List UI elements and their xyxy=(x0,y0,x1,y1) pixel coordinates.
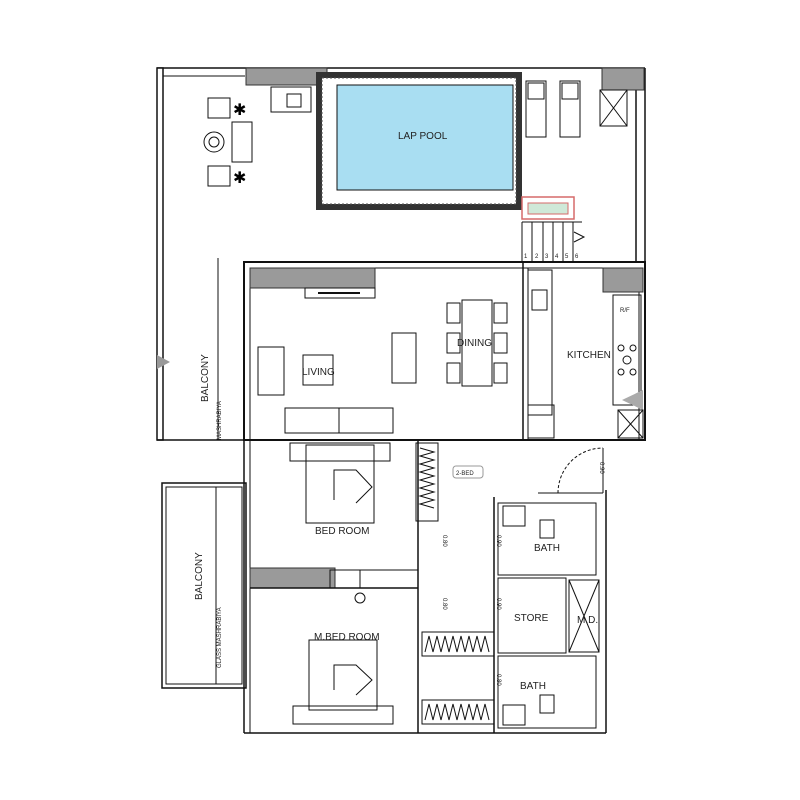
column-block xyxy=(249,567,336,589)
column-block xyxy=(249,267,376,289)
mashrabiya-label: MASHRABIYA xyxy=(217,401,223,440)
column-block xyxy=(601,67,645,91)
svg-text:R/F: R/F xyxy=(620,308,630,314)
svg-text:1: 1 xyxy=(524,254,528,260)
two-bed-label: 2-BED xyxy=(456,471,474,477)
svg-text:5: 5 xyxy=(565,254,569,260)
kitchen-counter-right xyxy=(612,294,642,406)
oven xyxy=(527,404,555,439)
coffee-table xyxy=(302,354,334,386)
terrace xyxy=(156,67,646,441)
bed-room-label: BED ROOM xyxy=(315,526,369,537)
svg-text:0.90: 0.90 xyxy=(598,462,604,474)
kitchen-counter xyxy=(527,269,553,416)
plant-icon: ✱ xyxy=(233,102,246,119)
md-shaft xyxy=(568,579,600,653)
lap-pool: LAP POOL xyxy=(316,72,522,210)
bedroom-block: BED ROOM M.BED ROOM 2-BED BATH STORE M.D… xyxy=(243,439,607,734)
bath-2 xyxy=(497,655,597,729)
column-block xyxy=(602,267,644,293)
svg-text:0.80: 0.80 xyxy=(441,535,447,547)
bath-1-label: BATH xyxy=(534,543,560,554)
plant-icon: ✱ xyxy=(233,170,246,187)
svg-text:6: 6 xyxy=(575,254,579,260)
section-arrow-icon xyxy=(157,355,170,369)
bath-2-label: BATH xyxy=(520,681,546,692)
column-block xyxy=(245,67,328,86)
shaft xyxy=(617,409,644,439)
dining-table xyxy=(461,299,493,387)
svg-text:0.80: 0.80 xyxy=(441,598,447,610)
sun-loungers xyxy=(525,80,581,138)
armchair xyxy=(391,332,417,384)
md-label: M.D. xyxy=(577,615,598,626)
master-bed-room-label: M.BED ROOM xyxy=(314,632,380,643)
section-arrow-icon xyxy=(622,390,643,410)
svg-text:4: 4 xyxy=(555,254,559,260)
store-label: STORE xyxy=(514,613,549,624)
balcony-lower-label: BALCONY xyxy=(194,552,205,600)
shaft xyxy=(599,89,628,127)
glass-mashrabiya-label: GLASS MASHRABIYA xyxy=(217,607,223,668)
svg-text:0.90: 0.90 xyxy=(495,598,501,610)
svg-text:2: 2 xyxy=(535,254,539,260)
bed xyxy=(305,444,375,524)
armchair xyxy=(257,346,285,396)
pool-label: LAP POOL xyxy=(398,131,448,142)
balcony-upper-label: BALCONY xyxy=(200,354,211,402)
kitchen-label: KITCHEN xyxy=(567,350,611,361)
terrace-seating: ✱ ✱ xyxy=(203,97,253,187)
svg-text:0.80: 0.80 xyxy=(495,674,501,686)
wardrobe xyxy=(415,442,439,522)
lower-balcony: BALCONY GLASS MASHRABIYA xyxy=(161,482,247,689)
outdoor-sink xyxy=(270,86,312,113)
svg-text:0.90: 0.90 xyxy=(495,535,501,547)
dining-label: DINING xyxy=(457,338,492,349)
living-label: LIVING xyxy=(302,367,335,378)
kitchen-sink xyxy=(531,289,548,311)
store-room xyxy=(497,577,567,654)
master-bed xyxy=(308,639,378,711)
svg-text:3: 3 xyxy=(545,254,549,260)
stairs: 1 2 3 4 5 6 xyxy=(521,221,586,262)
bath-1 xyxy=(497,502,597,576)
entry-door[interactable] xyxy=(557,447,604,494)
tv-unit xyxy=(304,287,376,299)
living-block: LIVING DINING R/F KITCHEN xyxy=(243,261,646,441)
